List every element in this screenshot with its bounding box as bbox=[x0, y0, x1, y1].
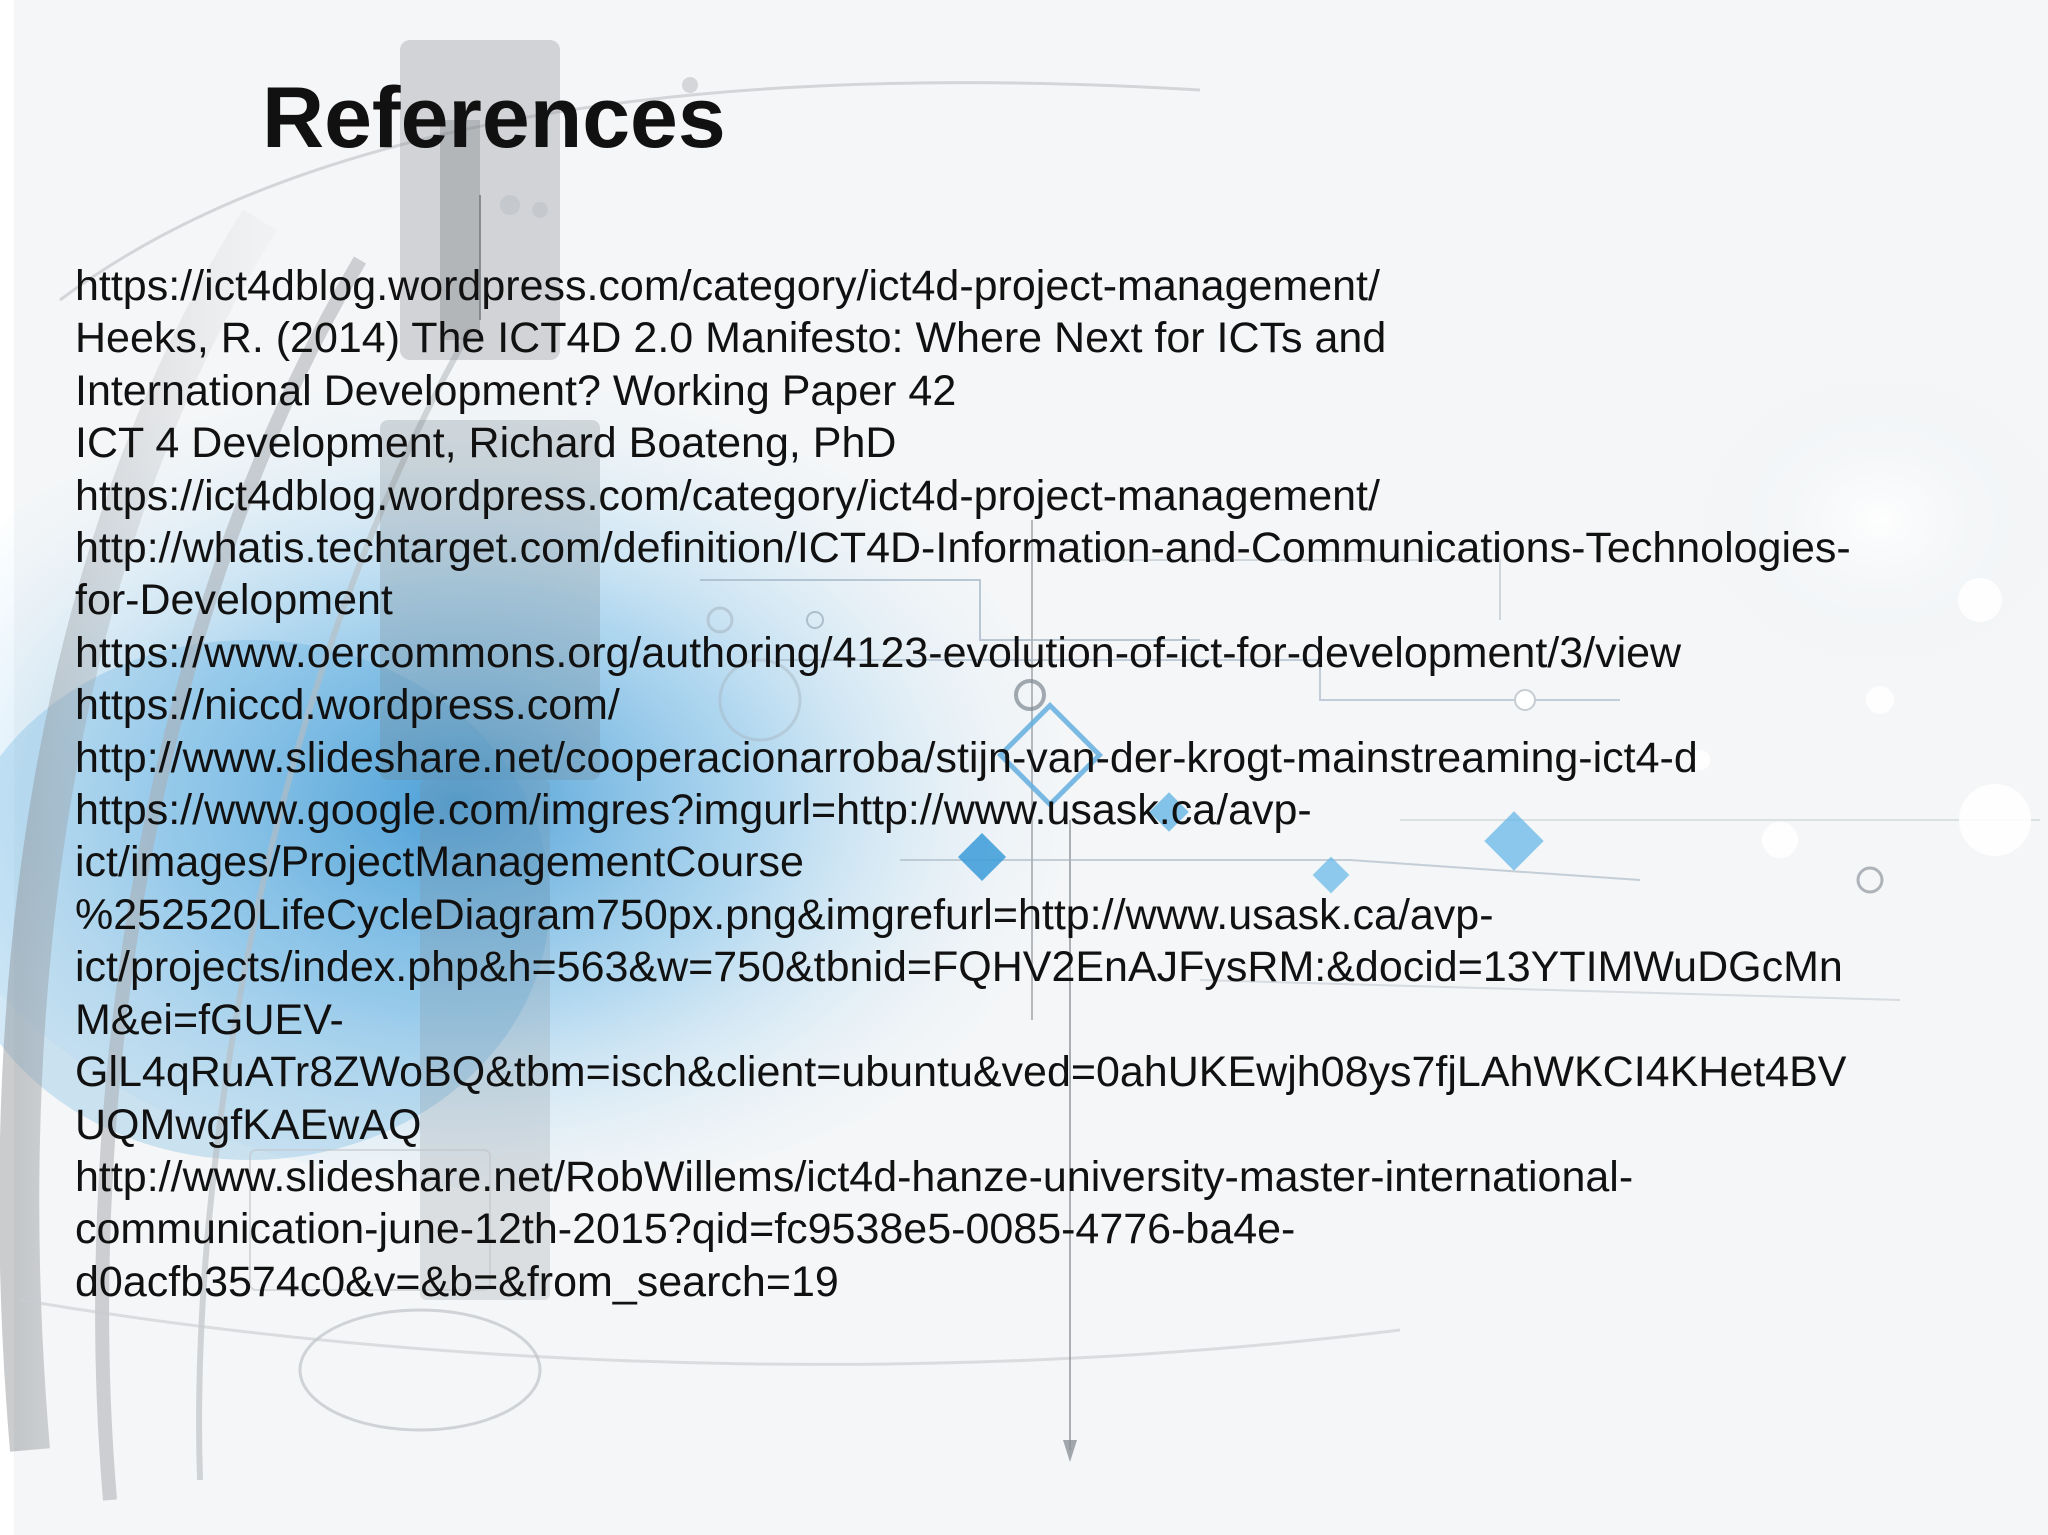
reference-line: http://www.slideshare.net/RobWillems/ict… bbox=[75, 1152, 1634, 1201]
reference-line: https://www.google.com/imgres?imgurl=htt… bbox=[75, 786, 1312, 835]
reference-line: ict/images/ProjectManagementCourse bbox=[75, 838, 804, 887]
reference-list: https://ict4dblog.wordpress.com/category… bbox=[75, 260, 2015, 1308]
reference-line: https://niccd.wordpress.com/ bbox=[75, 681, 620, 730]
reference-line: d0acfb3574c0&v=&b=&from_search=19 bbox=[75, 1257, 839, 1306]
reference-line: ICT 4 Development, Richard Boateng, PhD bbox=[75, 419, 897, 468]
reference-line: M&ei=fGUEV- bbox=[75, 995, 344, 1044]
reference-line: %252520LifeCycleDiagram750px.png&imgrefu… bbox=[75, 890, 1494, 939]
slide-title: References bbox=[262, 70, 726, 166]
reference-line: for-Development bbox=[75, 576, 393, 625]
reference-line: http://www.slideshare.net/cooperacionarr… bbox=[75, 733, 1698, 782]
reference-line: International Development? Working Paper… bbox=[75, 366, 957, 415]
reference-line: https://ict4dblog.wordpress.com/category… bbox=[75, 471, 1380, 520]
reference-line: UQMwgfKAEwAQ bbox=[75, 1100, 422, 1149]
reference-line: https://www.oercommons.org/authoring/412… bbox=[75, 628, 1682, 677]
reference-line: communication-june-12th-2015?qid=fc9538e… bbox=[75, 1205, 1296, 1254]
reference-line: ict/projects/index.php&h=563&w=750&tbnid… bbox=[75, 943, 1843, 992]
reference-line: Heeks, R. (2014) The ICT4D 2.0 Manifesto… bbox=[75, 314, 1387, 363]
reference-line: http://whatis.techtarget.com/definition/… bbox=[75, 524, 1851, 573]
reference-line: GlL4qRuATr8ZWoBQ&tbm=isch&client=ubuntu&… bbox=[75, 1048, 1847, 1097]
reference-line: https://ict4dblog.wordpress.com/category… bbox=[75, 262, 1380, 310]
